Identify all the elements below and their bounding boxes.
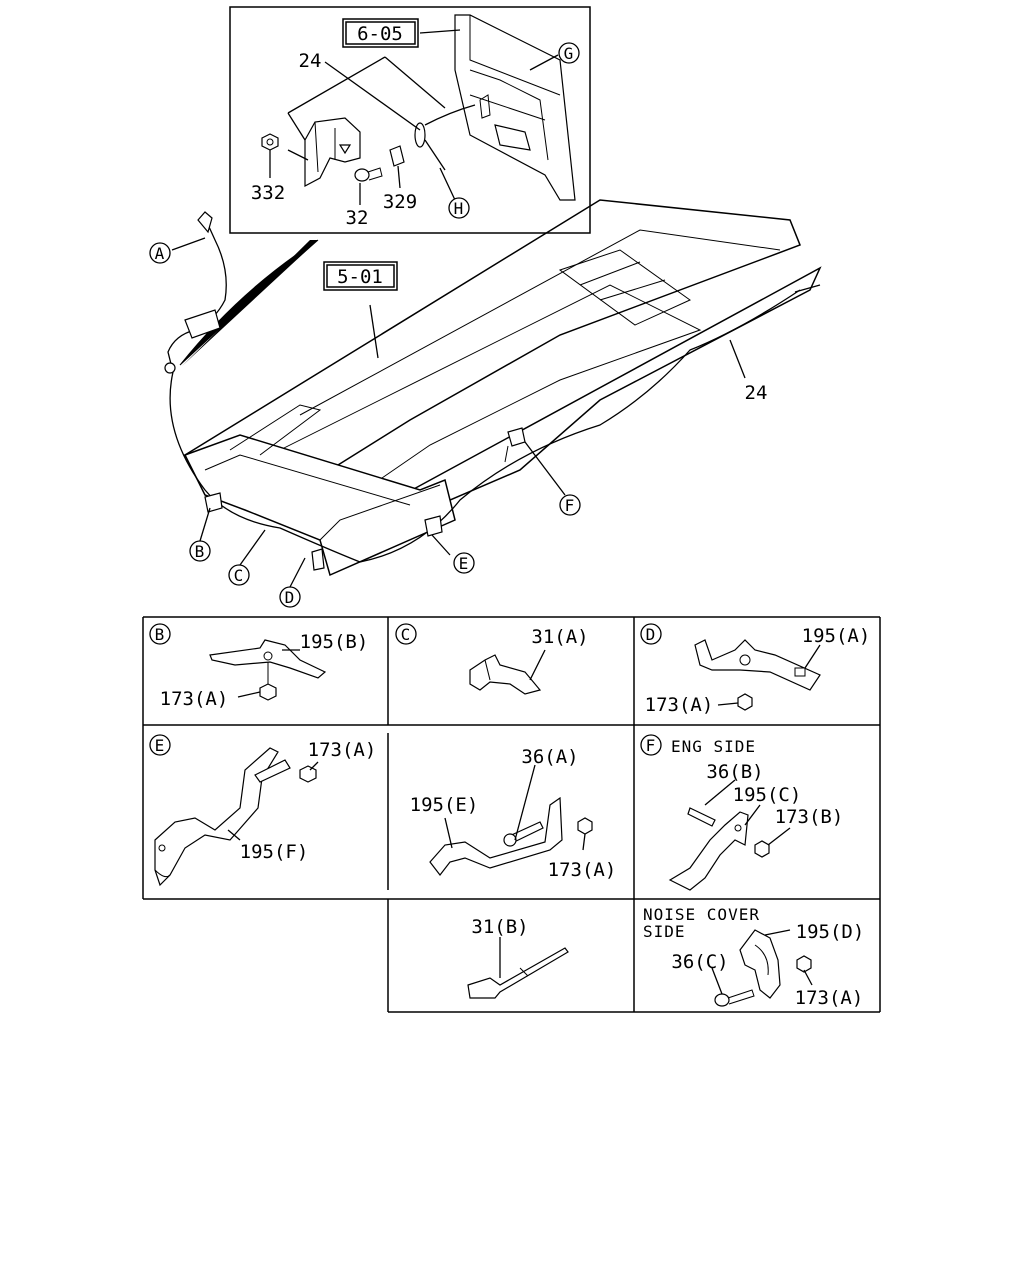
svg-text:A: A [155,244,166,263]
noise-cover-side-line1: NOISE COVER [643,905,760,924]
svg-text:5-01: 5-01 [337,266,383,288]
part-label-195E: 195(E) [410,794,479,816]
detail-B: B 195(B) 173(A) [149,623,369,710]
part-label-329: 329 [383,191,417,213]
callout-F[interactable]: F [559,494,581,516]
part-label-173A-F2: 173(A) [795,987,864,1009]
callout-A[interactable]: A [149,242,171,264]
svg-text:C: C [401,625,412,644]
callout-H[interactable]: H [448,197,470,219]
svg-text:G: G [564,44,575,63]
part-label-195D: 195(D) [796,921,865,943]
part-label-173B: 173(B) [775,806,844,828]
ref-box-6-05[interactable]: 6-05 [342,18,419,48]
detail-C: C 31(A) [395,623,589,695]
svg-text:D: D [646,625,657,644]
svg-text:B: B [155,625,166,644]
part-label-24-inset: 24 [299,50,322,72]
callout-E[interactable]: E [453,552,475,574]
detail-E2: 36(A) 195(E) 173(A) [410,746,617,881]
svg-text:E: E [459,554,470,573]
svg-text:6-05: 6-05 [357,23,403,45]
detail-F-letter: F [640,734,662,756]
svg-text:F: F [646,736,657,755]
noise-cover-side-line2: SIDE [643,922,686,941]
callout-C[interactable]: C [228,564,250,586]
part-label-195B: 195(B) [300,631,369,653]
part-label-36B: 36(B) [706,761,763,783]
detail-D-letter: D [640,623,662,645]
part-label-173A-B: 173(A) [160,688,229,710]
svg-text:C: C [234,566,245,585]
part-label-195A: 195(A) [802,625,871,647]
detail-D: D 195(A) 173(A) [640,623,871,716]
part-label-36C: 36(C) [671,951,728,973]
detail-31B: 31(B) [467,916,569,999]
part-label-173A-D: 173(A) [645,694,714,716]
svg-text:B: B [195,542,206,561]
detail-C-letter: C [395,623,417,645]
svg-text:E: E [155,736,166,755]
detail-E: E 173(A) 195(F) [149,734,377,887]
part-label-31B: 31(B) [471,916,528,938]
detail-E-letter: E [149,734,171,756]
inset-detail-top [229,6,591,234]
part-label-173A-E: 173(A) [308,739,377,761]
detail-grid [142,616,881,1013]
part-label-32: 32 [346,207,369,229]
svg-text:H: H [454,199,465,218]
svg-text:D: D [285,588,296,607]
part-label-36A: 36(A) [521,746,578,768]
main-leaders [171,237,746,588]
part-label-173A-E2: 173(A) [548,859,617,881]
callout-D[interactable]: D [279,586,301,608]
part-label-195C: 195(C) [733,784,802,806]
ref-box-5-01[interactable]: 5-01 [323,261,398,291]
svg-text:F: F [565,496,576,515]
part-label-31A: 31(A) [531,626,588,648]
detail-F-side-label: ENG SIDE [671,737,756,756]
chassis-frame-drawing [164,199,822,577]
detail-F: F ENG SIDE 36(B) 195(C) 173(B) [640,734,844,891]
part-label-332: 332 [251,182,285,204]
callout-G[interactable]: G [558,42,580,64]
part-label-24-main: 24 [745,382,768,404]
detail-F2: NOISE COVER SIDE 195(D) 36(C) 173(A) [643,905,864,1009]
callout-B[interactable]: B [189,540,211,562]
part-label-195F: 195(F) [240,841,309,863]
detail-B-letter: B [149,623,171,645]
